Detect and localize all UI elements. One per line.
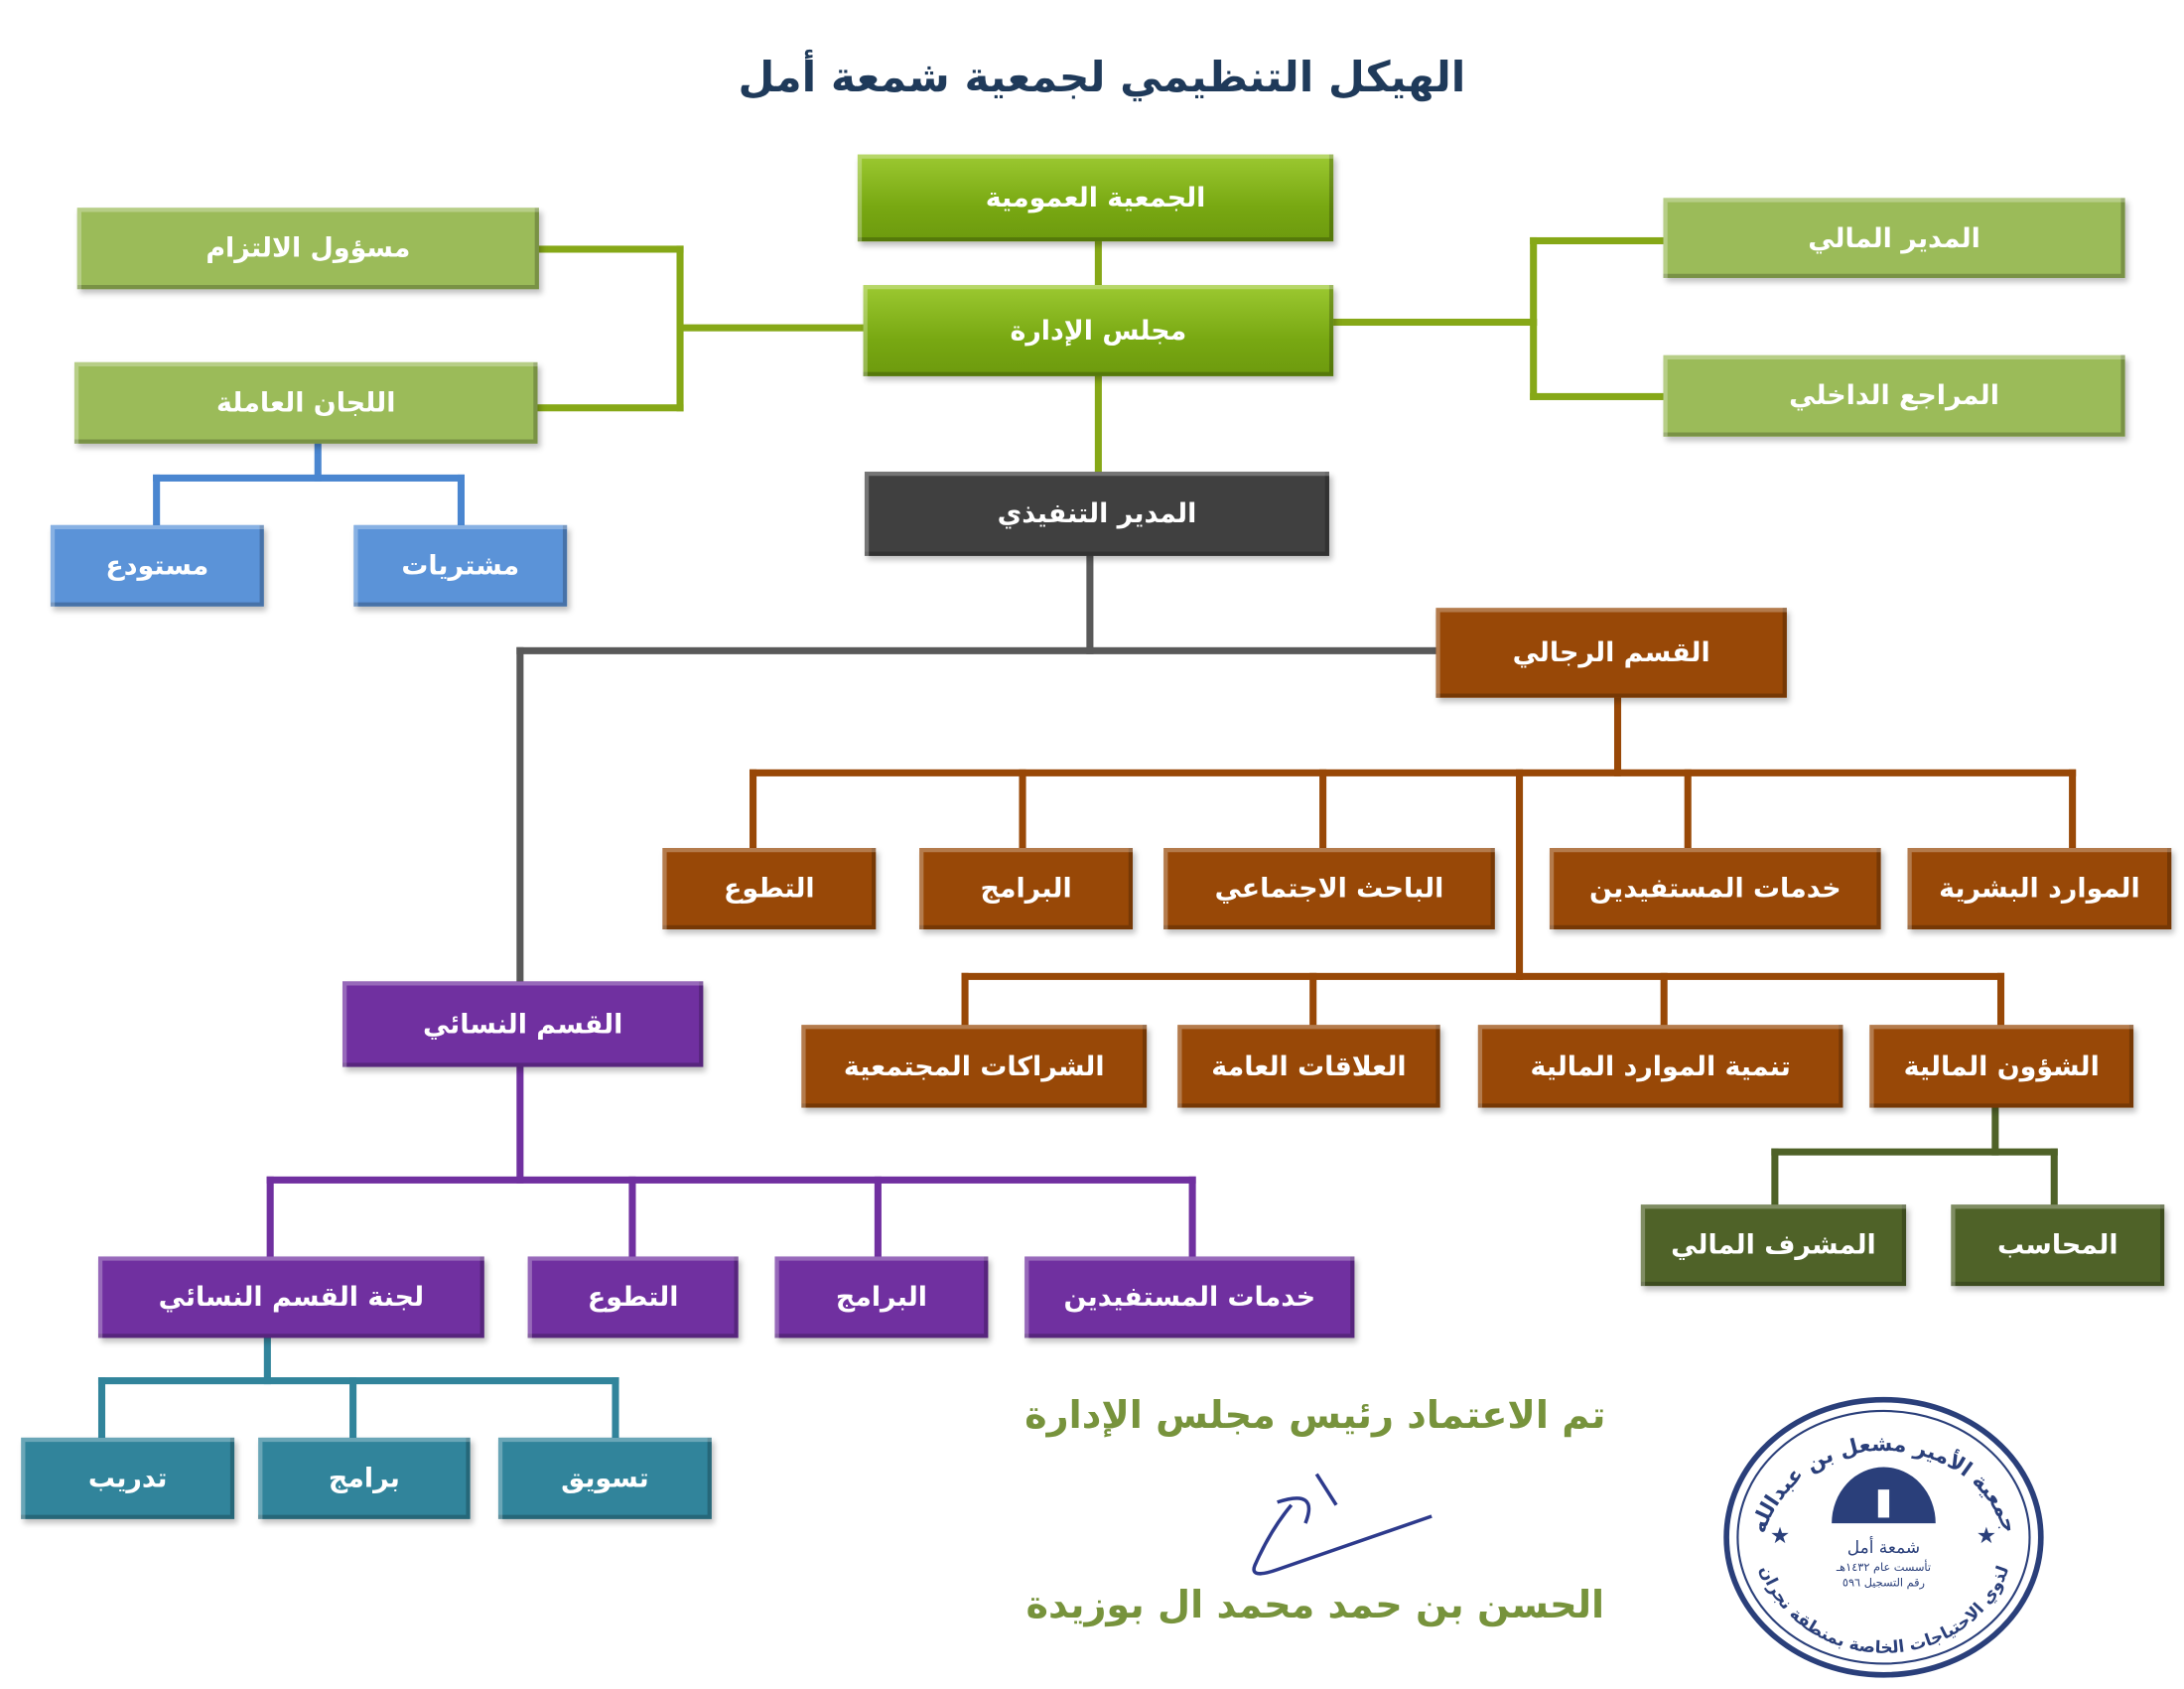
box-men-section[interactable]: القسم الرجالي xyxy=(1435,608,1787,698)
connector-line xyxy=(265,1176,1195,1184)
connector-line xyxy=(263,1334,271,1384)
connector-line xyxy=(1018,769,1025,852)
connector-line xyxy=(152,474,465,482)
connector-line xyxy=(611,1376,618,1442)
box-financial-manager[interactable]: المدير المالي xyxy=(1663,198,2125,278)
connector-line xyxy=(265,1176,274,1260)
connector-line xyxy=(874,1176,882,1260)
connector-line xyxy=(1329,318,1537,326)
box-programs-sub[interactable]: برامج xyxy=(258,1437,471,1519)
connector-line xyxy=(749,769,2076,776)
connector-line xyxy=(1613,694,1621,776)
connector-line xyxy=(515,646,523,985)
connector-line xyxy=(1990,1104,1998,1155)
connector-line xyxy=(515,1063,523,1184)
box-public-relations[interactable]: العلاقات العامة xyxy=(1177,1025,1440,1108)
seal-stamp: جمعية الأمير مشعل بن عبدالله لذوي الاحتي… xyxy=(1723,1396,2044,1678)
box-warehouse[interactable]: مستودع xyxy=(50,524,264,607)
connector-line xyxy=(1529,236,1537,400)
box-general-assembly[interactable]: الجمعية العمومية xyxy=(857,154,1334,242)
connector-line xyxy=(1187,1176,1195,1260)
box-women-beneficiary-services[interactable]: خدمات المستفيدين xyxy=(1024,1256,1355,1338)
connector-line xyxy=(152,474,160,529)
box-women-volunteering[interactable]: التطوع xyxy=(527,1256,739,1338)
connector-line xyxy=(1770,1147,2058,1155)
box-community-partnerships[interactable]: الشراكات المجتمعية xyxy=(801,1025,1148,1108)
connector-line xyxy=(457,474,465,529)
connector-line xyxy=(1515,769,1523,980)
page-title: الهيكل التنظيمي لجمعية شمعة أمل xyxy=(738,53,1466,103)
box-compliance-officer[interactable]: مسؤول الالتزام xyxy=(76,208,539,290)
box-men-beneficiary-services[interactable]: خدمات المستفيدين xyxy=(1549,847,1881,930)
connector-line xyxy=(314,440,322,482)
box-board[interactable]: مجلس الإدارة xyxy=(863,285,1334,376)
connector-line xyxy=(960,972,968,1029)
connector-line xyxy=(1318,769,1326,852)
box-training[interactable]: تدريب xyxy=(21,1437,235,1519)
box-internal-auditor[interactable]: المراجع الداخلي xyxy=(1663,354,2125,437)
connector-line xyxy=(1770,1147,1778,1208)
connector-line xyxy=(97,1376,618,1384)
connector-line xyxy=(97,1376,105,1442)
box-human-resources[interactable]: الموارد البشرية xyxy=(1907,847,2172,930)
connector-line xyxy=(535,403,683,411)
signature-icon xyxy=(1252,1473,1433,1576)
box-women-programs[interactable]: البرامج xyxy=(774,1256,989,1338)
box-social-researcher[interactable]: الباحث الاجتماعي xyxy=(1163,847,1495,930)
box-accountant[interactable]: المحاسب xyxy=(1951,1204,2165,1287)
connector-line xyxy=(1659,972,1668,1029)
box-financial-affairs[interactable]: الشؤون المالية xyxy=(1869,1025,2134,1108)
seal-registration: رقم التسجيل ٥٩٦ xyxy=(1843,1577,1925,1591)
seal-center-name: شمعة أمل xyxy=(1847,1536,1920,1557)
connector-line xyxy=(675,323,868,331)
connector-line xyxy=(1308,972,1316,1029)
box-executive-director[interactable]: المدير التنفيذي xyxy=(864,472,1329,556)
connector-line xyxy=(1094,372,1102,476)
seal-founded: تأسست عام ١٤٣٢هـ xyxy=(1836,1559,1931,1574)
box-financial-supervisor[interactable]: المشرف المالي xyxy=(1640,1204,1907,1287)
connector-line xyxy=(2068,769,2076,852)
connector-line xyxy=(627,1176,635,1260)
connector-line xyxy=(1529,236,1668,244)
star-icon: ★ xyxy=(1977,1523,1996,1549)
connector-line xyxy=(1683,769,1692,852)
connector-line xyxy=(1996,972,2004,1029)
connector-line xyxy=(348,1376,356,1442)
connector-line xyxy=(960,972,2004,980)
connector-line xyxy=(1085,552,1093,654)
connector-line xyxy=(2050,1147,2058,1208)
approver-name: الحسن بن حمد محمد ال بوزيدة xyxy=(1025,1583,1605,1627)
box-women-committee[interactable]: لجنة القسم النسائي xyxy=(97,1256,484,1338)
connector-line xyxy=(675,244,683,411)
box-men-programs[interactable]: البرامج xyxy=(919,847,1134,930)
connector-line xyxy=(1094,237,1102,289)
box-working-committees[interactable]: اللجان العاملة xyxy=(73,361,538,444)
connector-line xyxy=(535,244,683,252)
box-men-volunteering[interactable]: التطوع xyxy=(662,847,877,930)
connector-line xyxy=(515,646,1439,654)
star-icon: ★ xyxy=(1770,1523,1790,1549)
box-financial-resources-development[interactable]: تنمية الموارد المالية xyxy=(1477,1025,1843,1108)
box-marketing[interactable]: تسويق xyxy=(497,1437,712,1519)
approval-label: تم الاعتماد رئيس مجلس الإدارة xyxy=(1024,1394,1606,1438)
box-purchases[interactable]: مشتريات xyxy=(353,524,568,607)
connector-line xyxy=(1529,392,1668,400)
connector-line xyxy=(749,769,756,852)
box-women-section[interactable]: القسم النسائي xyxy=(341,981,704,1067)
